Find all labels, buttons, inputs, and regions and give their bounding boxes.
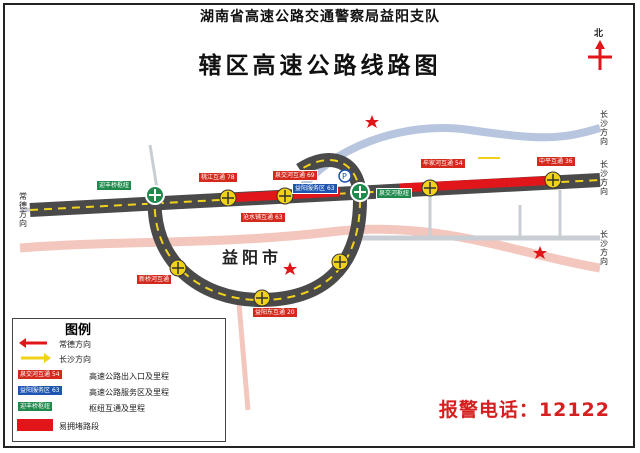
interchange-marker-5 bbox=[421, 179, 439, 197]
background-road-south-branch bbox=[235, 291, 251, 411]
congestion-swatch bbox=[17, 419, 53, 431]
interchange-tag: 益阳东互通 20 bbox=[252, 307, 298, 318]
interchange-tag: 迎丰桥枢纽 bbox=[96, 180, 133, 191]
interchange-tag: 泉交河互通 69 bbox=[272, 170, 318, 181]
city-label: 益阳市 bbox=[222, 248, 283, 267]
direction-east-mid: 长沙方向 bbox=[600, 160, 608, 196]
interchange-tag: 牟家河互通 54 bbox=[420, 158, 466, 169]
direction-east-top: 长沙方向 bbox=[600, 110, 608, 146]
map-title: 辖区高速公路线路图 bbox=[198, 53, 442, 79]
interchange-tag: 中平互通 36 bbox=[536, 156, 576, 167]
direction-east-low: 长沙方向 bbox=[600, 230, 608, 266]
interchange-marker-2 bbox=[219, 189, 237, 207]
interchange-marker-1 bbox=[145, 185, 165, 205]
interchange-marker-8 bbox=[253, 289, 271, 307]
landmark-star-1 bbox=[365, 115, 379, 128]
interchange-tag: 泉交河枢纽 bbox=[376, 188, 413, 199]
report-hotline: 报警电话：12122 bbox=[438, 399, 610, 421]
direction-west: 常德方向 bbox=[19, 192, 27, 228]
svg-text:P: P bbox=[342, 172, 347, 181]
red-arrow-icon bbox=[19, 338, 47, 348]
compass-label: 北 bbox=[594, 29, 604, 39]
compass-icon bbox=[588, 40, 612, 70]
interchange-marker-9 bbox=[331, 253, 349, 271]
interchange-tag: 沧水铺互通 63 bbox=[240, 212, 286, 223]
service-area-tag: 益阳服务区 63 bbox=[292, 183, 338, 194]
interchange-tag: 新桥河互通 bbox=[136, 274, 173, 285]
yellow-arrow-icon bbox=[21, 353, 51, 363]
interchange-marker-7 bbox=[169, 259, 187, 277]
interchange-marker-3 bbox=[276, 187, 294, 205]
interchange-marker-6 bbox=[544, 171, 562, 189]
background-road-south bbox=[19, 224, 601, 273]
interchange-marker-4 bbox=[350, 182, 370, 202]
organization-title: 湖南省高速公路交通警察局益阳支队 bbox=[200, 9, 440, 25]
map-legend: 图例 常德方向 长沙方向 泉交河互通 54 高速公路出入口及里程 益阳服务区 6… bbox=[12, 318, 226, 442]
legend-title: 图例 bbox=[64, 323, 91, 338]
service-area-marker: P bbox=[338, 169, 352, 183]
interchange-tag: 桃江互通 78 bbox=[198, 172, 238, 183]
landmark-star-3 bbox=[533, 246, 547, 259]
landmark-star-2 bbox=[283, 262, 297, 275]
